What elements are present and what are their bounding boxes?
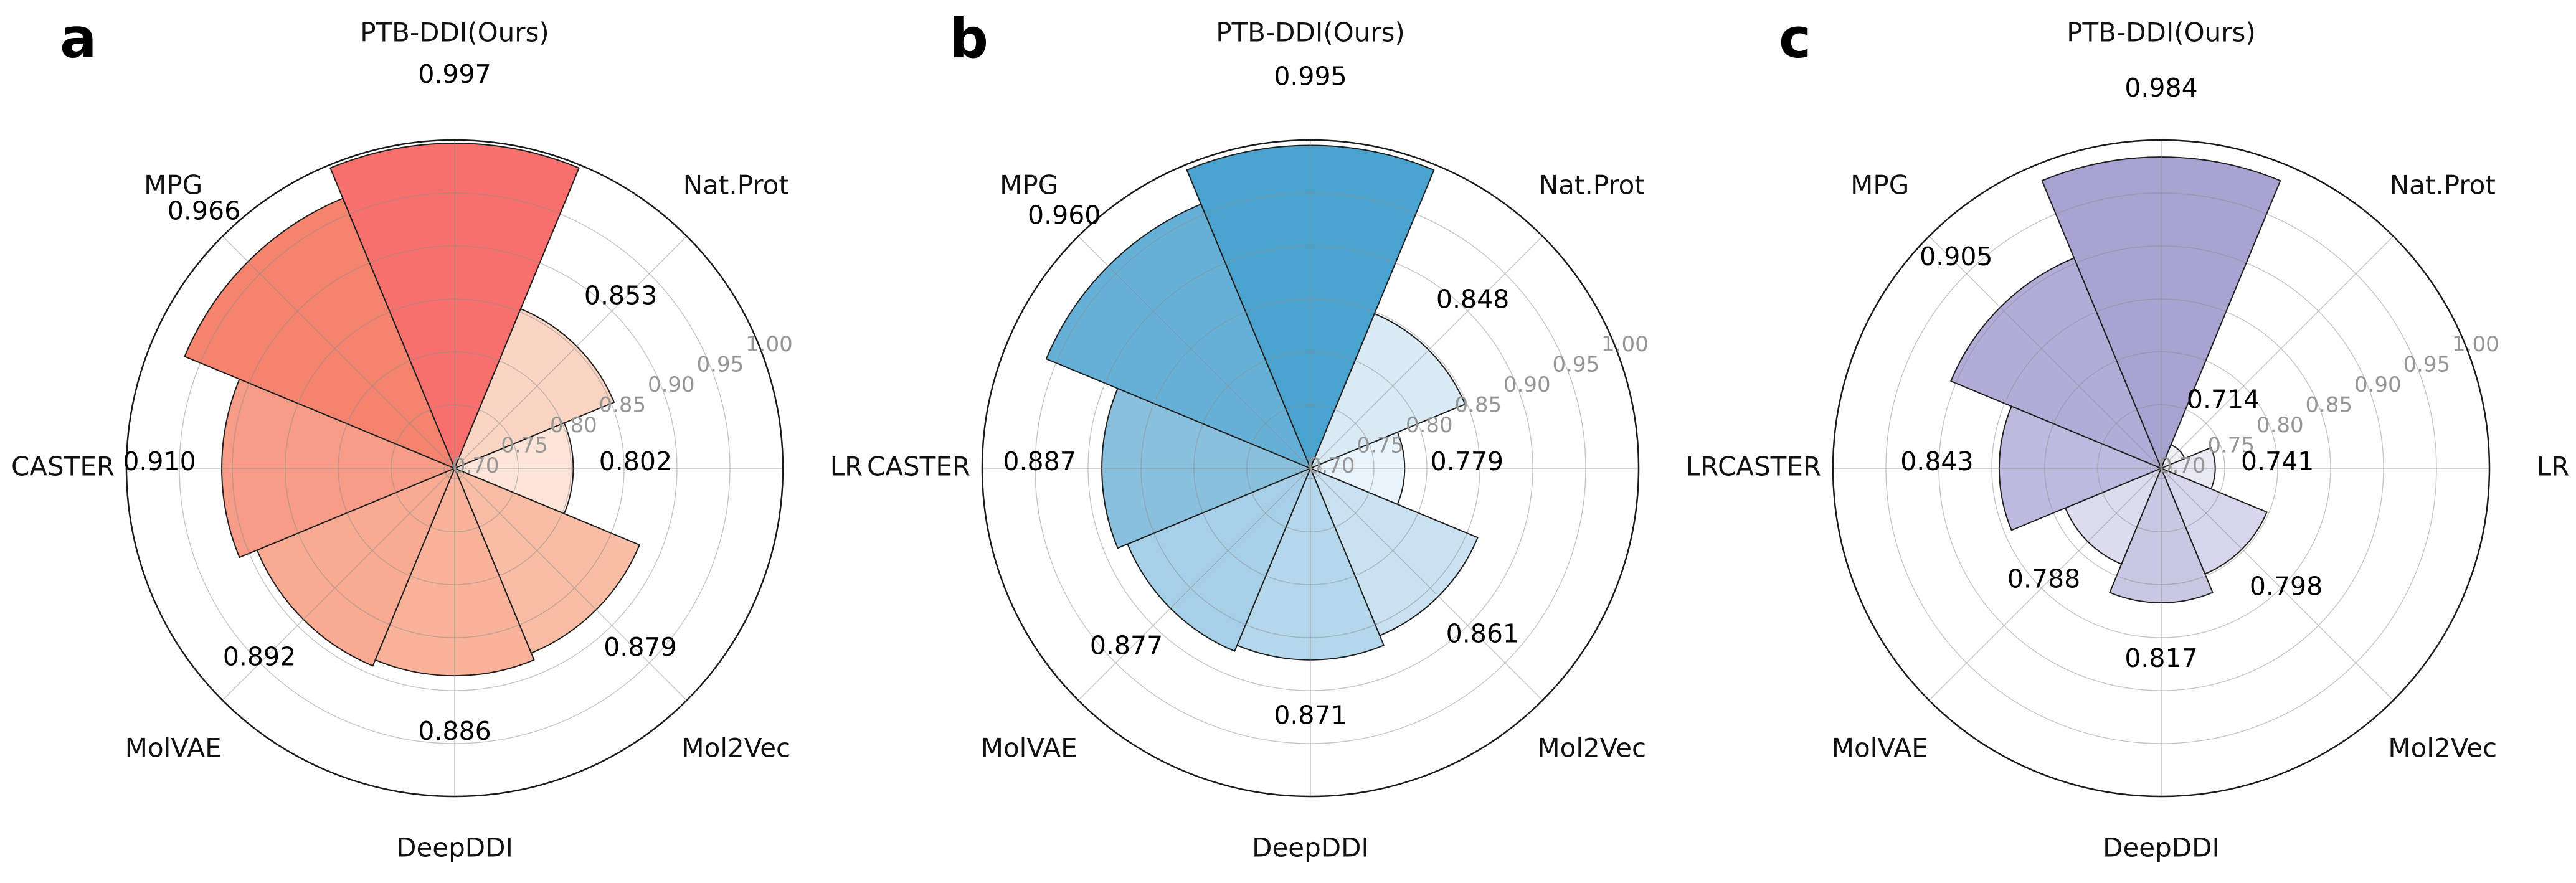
chart-a-grid-spoke: [222, 468, 455, 701]
chart-a-rtick-label: 0.75: [501, 433, 548, 458]
chart-c-grid-spoke: [2161, 468, 2394, 701]
chart-c-value-label: 0.741: [2241, 446, 2314, 476]
chart-a-grid-spoke: [454, 468, 688, 701]
chart-c-grid-spoke: [2161, 235, 2394, 469]
chart-a-value-label: 0.892: [223, 642, 296, 672]
chart-c-rtick-label: 0.80: [2256, 413, 2304, 438]
chart-b-value-label: 0.887: [1003, 446, 1076, 476]
chart-b-outer-spine: [981, 139, 1640, 798]
chart-b-rtick-label: 0.90: [1503, 372, 1551, 397]
chart-a-category-label: PTB-DDI(Ours): [360, 17, 549, 48]
chart-a-rtick-label: 0.90: [648, 372, 695, 397]
chart-b-grid-spoke: [1310, 235, 1543, 469]
chart-c-value-label: 0.817: [2124, 643, 2197, 673]
chart-b-rtick-label: 1.00: [1601, 332, 1649, 357]
chart-a-category-label: Mol2Vec: [681, 732, 790, 763]
panel-letter-a: a: [60, 6, 97, 70]
chart-b-grid-spoke: [1310, 468, 1543, 701]
chart-b-value-label: 0.877: [1090, 631, 1163, 661]
panel-letter-b: b: [949, 6, 988, 70]
chart-c-category-label: MPG: [1850, 170, 1909, 201]
chart-a-value-label: 0.802: [599, 446, 672, 476]
chart-c-value-label: 0.714: [2187, 384, 2260, 414]
chart-c-rtick-label: 0.90: [2354, 372, 2402, 397]
chart-c-value-label: 0.788: [2007, 564, 2080, 594]
chart-a-grid-spoke: [222, 235, 455, 469]
chart-b-category-label: MolVAE: [981, 732, 1077, 763]
chart-a-rtick-label: 0.95: [697, 352, 744, 377]
chart-c-category-label: LR: [2537, 451, 2570, 482]
chart-b-grid-spoke: [1077, 235, 1311, 469]
chart-c-value-label: 0.905: [1920, 242, 1992, 272]
chart-c-category-label: Nat.Prot: [2390, 170, 2496, 201]
chart-c-rtick-label: 1.00: [2452, 332, 2499, 357]
chart-b-category-label: DeepDDI: [1252, 833, 1369, 863]
chart-a-value-label: 0.853: [584, 280, 657, 310]
chart-b-rtick-label: 0.80: [1406, 413, 1453, 438]
chart-c-grid-spoke: [1928, 235, 2162, 469]
chart-a-outer-spine: [125, 139, 784, 798]
chart-a-value-label: 0.879: [604, 632, 676, 662]
panel-letter-c: c: [1779, 6, 1812, 70]
chart-b-rtick-label: 0.85: [1454, 392, 1502, 417]
chart-c-rtick-label: 0.75: [2207, 433, 2255, 458]
chart-b-value-label: 0.960: [1028, 201, 1101, 230]
chart-a-rtick-label: 0.80: [550, 413, 597, 438]
chart-a-category-label: DeepDDI: [396, 833, 513, 863]
chart-b-value-label: 0.871: [1274, 701, 1347, 730]
chart-a-category-label: MPG: [144, 170, 202, 201]
chart-b-category-label: CASTER: [867, 451, 970, 482]
chart-a-rtick-label: 0.70: [452, 453, 500, 478]
chart-a-value-label: 0.997: [418, 59, 491, 89]
chart-c-category-label: DeepDDI: [2103, 833, 2220, 863]
chart-b-category-label: LR: [1686, 451, 1719, 482]
chart-c-value-label: 0.843: [1900, 446, 1973, 476]
chart-c-outer-spine: [1832, 139, 2491, 798]
chart-a-value-label: 0.910: [123, 446, 196, 476]
chart-b-category-label: MPG: [1000, 170, 1058, 201]
chart-a-category-label: CASTER: [11, 451, 115, 482]
chart-a-category-label: LR: [830, 451, 863, 482]
chart-b-grid-spoke: [1077, 468, 1311, 701]
chart-c-value-label: 0.984: [2124, 73, 2197, 103]
chart-a-value-label: 0.886: [418, 716, 491, 746]
chart-b-value-label: 0.995: [1274, 62, 1347, 92]
chart-c-rtick-label: 0.70: [2159, 453, 2206, 478]
chart-c-category-label: PTB-DDI(Ours): [2067, 17, 2256, 48]
chart-a-category-label: MolVAE: [125, 732, 222, 763]
chart-b-category-label: PTB-DDI(Ours): [1216, 17, 1405, 48]
chart-c-category-label: CASTER: [1718, 451, 1821, 482]
chart-b-rtick-label: 0.95: [1553, 352, 1600, 377]
chart-b-category-label: Mol2Vec: [1537, 732, 1646, 763]
chart-c-rtick-label: 0.85: [2305, 392, 2352, 417]
chart-a-value-label: 0.966: [168, 196, 240, 226]
chart-b-rtick-label: 0.70: [1308, 453, 1355, 478]
chart-c-category-label: Mol2Vec: [2388, 732, 2497, 763]
chart-a-rtick-label: 0.85: [599, 392, 646, 417]
chart-b-rtick-label: 0.75: [1357, 433, 1404, 458]
chart-a-grid-spoke: [454, 235, 688, 469]
chart-b-value-label: 0.848: [1436, 284, 1509, 314]
chart-c-category-label: MolVAE: [1832, 732, 1928, 763]
chart-b-category-label: Nat.Prot: [1539, 170, 1645, 201]
chart-a-rtick-label: 1.00: [746, 332, 793, 357]
chart-a-category-label: Nat.Prot: [683, 170, 789, 201]
chart-c-rtick-label: 0.95: [2403, 352, 2451, 377]
chart-b-value-label: 0.861: [1446, 618, 1519, 648]
chart-c-value-label: 0.798: [2250, 572, 2323, 602]
chart-b-value-label: 0.779: [1431, 446, 1503, 476]
chart-c-grid-spoke: [1928, 468, 2162, 701]
